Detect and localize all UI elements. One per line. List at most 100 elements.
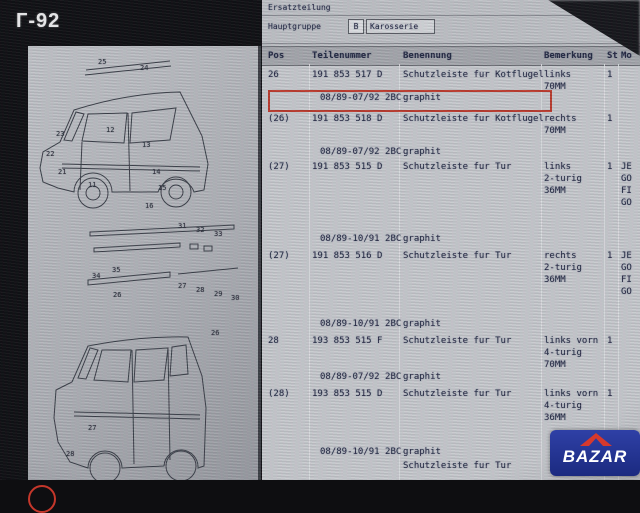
cell-name: Schutzleiste fur Tur <box>403 162 512 172</box>
diagram-callout: 26 <box>211 329 220 337</box>
table-row[interactable]: (27) 191 853 516 D Schutzleiste fur Tur … <box>262 249 640 301</box>
column-separator <box>399 64 400 480</box>
catalog-title: Ersatzteilung <box>268 3 331 12</box>
cell-part-number: 191 853 517 D <box>312 70 383 80</box>
validity-line: 08/89-10/91 2BC graphit <box>262 319 640 333</box>
bazar-logo-text: BAZAR <box>562 447 628 466</box>
diagram-callout: 27 <box>88 424 97 432</box>
diagram-callout: 12 <box>106 126 115 134</box>
cell-remark: 36MM <box>544 413 566 423</box>
col-header-remark: Bemerkung <box>544 51 593 61</box>
cell-remark: 70MM <box>544 82 566 92</box>
table-row[interactable]: (26) 191 853 518 D Schutzleiste fur Kotf… <box>262 112 640 140</box>
validity-color: graphit <box>403 372 441 382</box>
cell-part-number: 193 853 515 D <box>312 389 383 399</box>
diagram-callout: 32 <box>196 226 205 234</box>
column-separator <box>618 64 619 480</box>
cell-remark: 70MM <box>544 126 566 136</box>
selected-row-highlight <box>268 90 552 112</box>
cell-qty: 1 <box>607 251 613 261</box>
diagram-callout: 25 <box>98 58 107 66</box>
diagram-callout: 14 <box>152 168 161 176</box>
validity-line: 08/89-07/92 2BC graphit <box>262 372 640 386</box>
diagram-callout: 34 <box>92 272 101 280</box>
table-row[interactable]: 26 191 853 517 D Schutzleiste fur Kotflu… <box>262 68 640 96</box>
table-row[interactable]: Schutzleiste fur Tur <box>262 459 640 479</box>
validity-color: graphit <box>403 147 441 157</box>
validity-line: 08/89-10/91 2BC graphit <box>262 447 640 461</box>
cell-pos: 26 <box>268 70 279 80</box>
cell-pos: (27) <box>268 251 290 261</box>
diagram-callout: 21 <box>58 168 67 176</box>
cell-model: FI <box>621 186 632 196</box>
cell-remark: rechts <box>544 114 577 124</box>
cell-pos: (27) <box>268 162 290 172</box>
validity-color: graphit <box>403 234 441 244</box>
validity-range: 08/89-07/92 2BC <box>320 372 402 382</box>
cell-name: Schutzleiste fur Tur <box>403 389 512 399</box>
cell-model: GO <box>621 198 632 208</box>
column-separator <box>541 64 542 480</box>
cell-remark: 2-turig <box>544 174 582 184</box>
diagram-callout: 24 <box>140 64 149 72</box>
diagram-callout: 27 <box>178 282 187 290</box>
table-header: Pos Teilenummer Benennung Bemerkung St M… <box>262 46 640 66</box>
cell-model: FI <box>621 275 632 285</box>
validity-range: 08/89-07/92 2BC <box>320 147 402 157</box>
diagram-callout: 29 <box>214 290 223 298</box>
photo-corner-label: Г-92 <box>16 10 61 32</box>
cell-name: Schutzleiste fur Kotflugel <box>403 70 544 80</box>
cell-remark: 70MM <box>544 360 566 370</box>
diagram-callout: 28 <box>66 450 75 458</box>
diagram-callout: 23 <box>56 130 65 138</box>
validity-range: 08/89-10/91 2BC <box>320 319 402 329</box>
validity-line: 08/89-07/92 2BC graphit <box>262 93 640 107</box>
cell-remark: links vorn <box>544 389 599 399</box>
validity-color: graphit <box>403 319 441 329</box>
cell-qty: 1 <box>607 114 613 124</box>
diagram-callout: 13 <box>142 141 151 149</box>
cell-remark: rechts <box>544 251 577 261</box>
table-row[interactable]: (28) 193 853 515 D Schutzleiste fur Tur … <box>262 387 640 429</box>
main-group-value-field[interactable]: Karosserie <box>366 19 435 34</box>
cell-part-number: 193 853 515 F <box>312 336 383 346</box>
parts-table-body: 26 191 853 517 D Schutzleiste fur Kotflu… <box>262 64 640 480</box>
cell-remark: 4-turig <box>544 348 582 358</box>
cell-remark: links <box>544 162 572 172</box>
screen-bezel-left <box>0 0 28 480</box>
table-row[interactable]: 28 193 853 515 F Schutzleiste fur Tur li… <box>262 334 640 374</box>
parts-catalog-panel: Ersatzteilung Hauptgruppe B Karosserie P… <box>262 0 640 480</box>
diagram-callout: 28 <box>196 286 205 294</box>
cell-remark: 36MM <box>544 186 566 196</box>
car-line-art <box>39 60 239 484</box>
cell-model: GO <box>621 174 632 184</box>
car-diagram-bottom <box>53 336 207 484</box>
divider <box>262 15 640 16</box>
cell-remark: 2-turig <box>544 263 582 273</box>
col-header-name: Benennung <box>403 51 452 61</box>
cell-pos: (28) <box>268 389 290 399</box>
cell-remark: links <box>544 70 572 80</box>
col-header-model: Mo <box>621 51 632 61</box>
main-group-code-field[interactable]: B <box>348 19 364 34</box>
cell-pos: (26) <box>268 114 290 124</box>
diagram-callout: 16 <box>145 202 154 210</box>
cell-qty: 1 <box>607 336 613 346</box>
cell-name: Schutzleiste fur Kotflugel <box>403 114 544 124</box>
highlight-circle <box>28 485 56 513</box>
validity-range: 08/89-07/92 2BC <box>320 93 402 103</box>
col-header-qty: St <box>607 51 618 61</box>
validity-line: 08/89-07/92 2BC graphit <box>262 147 640 161</box>
diagram-callout: 15 <box>158 184 167 192</box>
molding-strips <box>87 224 239 286</box>
diagram-panel: 25 24 23 22 21 12 13 11 14 15 16 31 32 3… <box>28 46 261 513</box>
cell-name: Schutzleiste fur Tur <box>403 251 512 261</box>
cell-part-number: 191 853 516 D <box>312 251 383 261</box>
cell-pos: 28 <box>268 336 279 346</box>
table-row[interactable]: (27) 191 853 515 D Schutzleiste fur Tur … <box>262 160 640 212</box>
bazar-logo-red-accent <box>580 433 612 446</box>
cell-part-number: 191 853 515 D <box>312 162 383 172</box>
diagram-callout: 35 <box>112 266 121 274</box>
cell-qty: 1 <box>607 70 613 80</box>
